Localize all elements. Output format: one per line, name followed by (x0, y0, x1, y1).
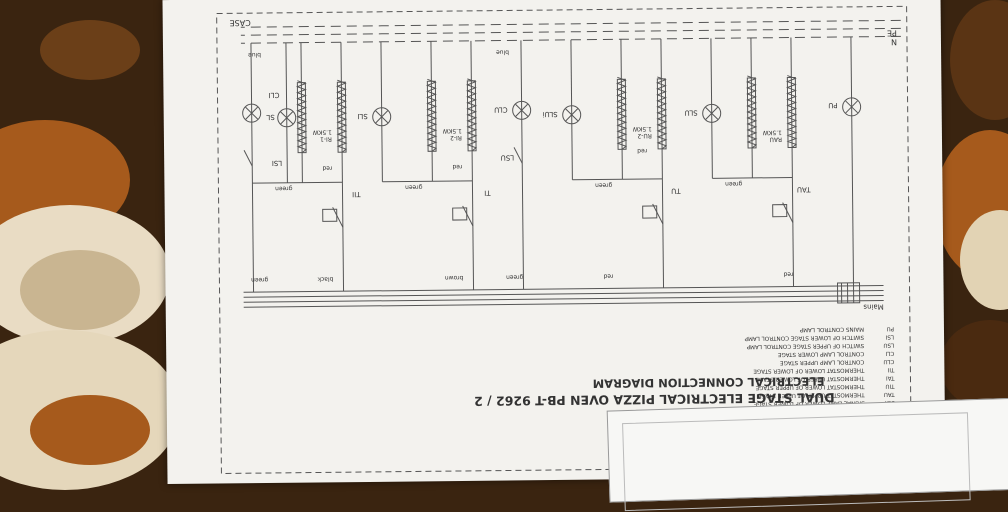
label-slui: SLUi (543, 110, 558, 118)
carpet-patch (30, 395, 150, 465)
wire-label-red: red (322, 164, 332, 171)
label-slu: SLU (685, 108, 698, 116)
legend-text: THERMOSTAT UPPER OF LOWER STAGE (755, 375, 866, 382)
legend-code: LSI (885, 333, 894, 339)
legend-code: PU (886, 325, 894, 331)
wire-label-green: green (506, 273, 524, 280)
legend-text: THERMOSTAT LOWER OF UPPER STAGE (755, 383, 866, 390)
thermostat-ti (463, 206, 473, 226)
wire-label-green: green (251, 276, 269, 283)
wire-sli (381, 42, 382, 182)
second-page-corner (607, 397, 1008, 502)
legend-code: TIU (885, 383, 895, 389)
label-pu: PU (828, 101, 837, 109)
wire-ri1 (341, 42, 344, 291)
wire-cl (251, 43, 254, 292)
carpet-patch (40, 20, 140, 80)
wire-label-red: red (603, 272, 613, 279)
wire-sl (286, 43, 287, 183)
legend-text: CONTROL LAMP UPPER STAGE (780, 358, 865, 365)
legend-code: TAI (886, 374, 896, 380)
legend-code: CLI (885, 350, 894, 356)
wire-slu (711, 38, 712, 178)
label-lsu: LSU (501, 153, 515, 161)
legend-text: CONTROL LAMP LOWER STAGE (777, 350, 864, 357)
legend-code: LSU (883, 342, 894, 348)
thermostat-tau (783, 202, 793, 222)
label-ri2: 1.5KW (443, 127, 462, 134)
thermostat-tii (333, 207, 343, 227)
wire-label-green: green (725, 180, 743, 187)
switch-lsu (514, 147, 522, 163)
case-rail (241, 20, 901, 27)
label-cl: CLI (269, 91, 280, 99)
wire-green-d (382, 181, 472, 182)
wire-green-b (572, 179, 662, 180)
label-lsi: LSI (272, 159, 283, 167)
wire-rau (791, 38, 794, 287)
legend-code: TAU (884, 391, 896, 397)
wire-label-green: green (275, 185, 293, 192)
wire-slui (571, 40, 572, 180)
pe-label: PE (887, 28, 897, 37)
n-label: N (891, 37, 897, 46)
legend-text: SWITCH OF LOWER STAGE CONTROL LAMP (744, 334, 864, 341)
wire-label-blue: blue (496, 48, 509, 55)
case-label: CASE (229, 18, 250, 27)
wire-green-a (712, 178, 792, 179)
label-sli: SLI (357, 112, 368, 120)
wire-label-red: red (637, 147, 647, 154)
label-rau: 1.5KW (763, 129, 782, 136)
wire-label-green: green (595, 181, 613, 188)
wire-ri2 (471, 41, 474, 290)
wire-ru2 (661, 39, 664, 288)
branch-circuits (242, 37, 863, 292)
label-ru2: 1.5KW (633, 125, 652, 132)
wire-green-e (252, 182, 342, 183)
label-ti: TI (484, 189, 491, 197)
mains-label: Mains (863, 303, 884, 311)
carpet-patch (20, 250, 140, 330)
wire-label-red: red (783, 270, 793, 277)
wire-clu (521, 40, 524, 289)
thermostat-tu (653, 204, 663, 224)
label-tau: TAU (797, 185, 812, 193)
legend-text: THERMOSTAT UPPER OF UPPER STAGE (757, 391, 866, 398)
pe-rail (241, 28, 901, 35)
label-ri1: 1.5KW (313, 128, 332, 135)
mains-bus (244, 286, 884, 308)
wire-label-red: red (452, 163, 462, 170)
legend-code: TII (887, 366, 895, 372)
label-tu: TU (671, 187, 681, 195)
carpet-patch (940, 320, 1008, 410)
label-clu: CLU (494, 105, 508, 113)
legend-text: SWITCH OF UPPER STAGE CONTROL LAMP (746, 342, 864, 349)
wire-label-brown: brown (445, 274, 464, 281)
label-tii: TII (352, 190, 361, 198)
wire-label-green: green (405, 183, 423, 190)
legend-text: MAINS CONTROL LAMP (799, 326, 864, 333)
photo-scene: DUAL STAGE ELECTRICAL PIZZA OVEN PB-T 92… (0, 0, 1008, 477)
wire-label-black: black (317, 275, 334, 282)
legend-text: THERMOSTAT LOWER OF LOWER STAGE (753, 367, 866, 374)
wire-label-blue: blue (248, 51, 261, 58)
wire-pu (851, 37, 854, 286)
label-sl: SL (266, 113, 275, 121)
carpet-patch (950, 0, 1008, 120)
switch-lsi (244, 150, 252, 166)
legend-code: CLU (883, 358, 894, 364)
